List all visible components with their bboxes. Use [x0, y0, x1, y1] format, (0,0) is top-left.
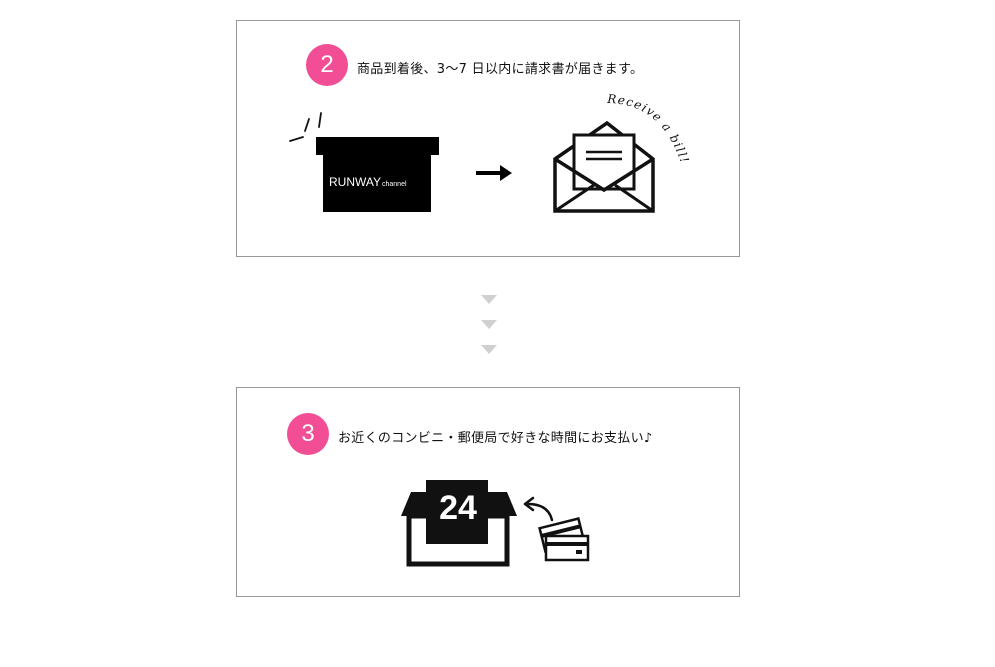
motion-line-2 [304, 118, 310, 132]
box-label-main: RUNWAY [329, 175, 381, 189]
convenience-store-icon [401, 480, 517, 567]
return-arrow-icon [526, 502, 554, 522]
payment-card-icon [523, 496, 590, 562]
envelope-caption-arc: Receive a bill! [606, 92, 692, 166]
step-3-panel: 3 お近くのコンビニ・郵便局で好きな時間にお支払い♪ 24 [236, 387, 740, 597]
motion-line-3 [318, 112, 322, 128]
next-step-arrows [481, 295, 497, 354]
envelope-caption: Receive a bill! [606, 92, 691, 166]
step-description: 商品到着後、3〜7 日以内に請求書が届きます。 [357, 62, 644, 77]
step-number-badge: 2 [306, 44, 348, 86]
motion-line-1 [289, 136, 304, 142]
box-label-sub: channel [382, 181, 407, 188]
chevron-down-icon [481, 295, 497, 304]
box-label: RUNWAYchannel [329, 171, 407, 190]
envelope-icon [553, 120, 655, 213]
svg-text:Receive a bill!: Receive a bill! [606, 92, 692, 166]
box-lid [316, 137, 439, 155]
letter-sheet [572, 133, 636, 191]
package-illustration [289, 112, 439, 212]
chevron-down-icon [481, 320, 497, 329]
chevron-down-icon [481, 345, 497, 354]
box-body [323, 155, 431, 212]
step-description: お近くのコンビニ・郵便局で好きな時間にお支払い♪ [338, 431, 653, 446]
step-2-panel: 2 商品到着後、3〜7 日以内に請求書が届きます。 RUNWAYchannel … [236, 20, 740, 257]
store-hours-label: 24 [439, 489, 477, 527]
step-number-badge: 3 [287, 413, 329, 455]
hours-sign [426, 480, 488, 544]
arrow-right-icon [476, 165, 512, 181]
